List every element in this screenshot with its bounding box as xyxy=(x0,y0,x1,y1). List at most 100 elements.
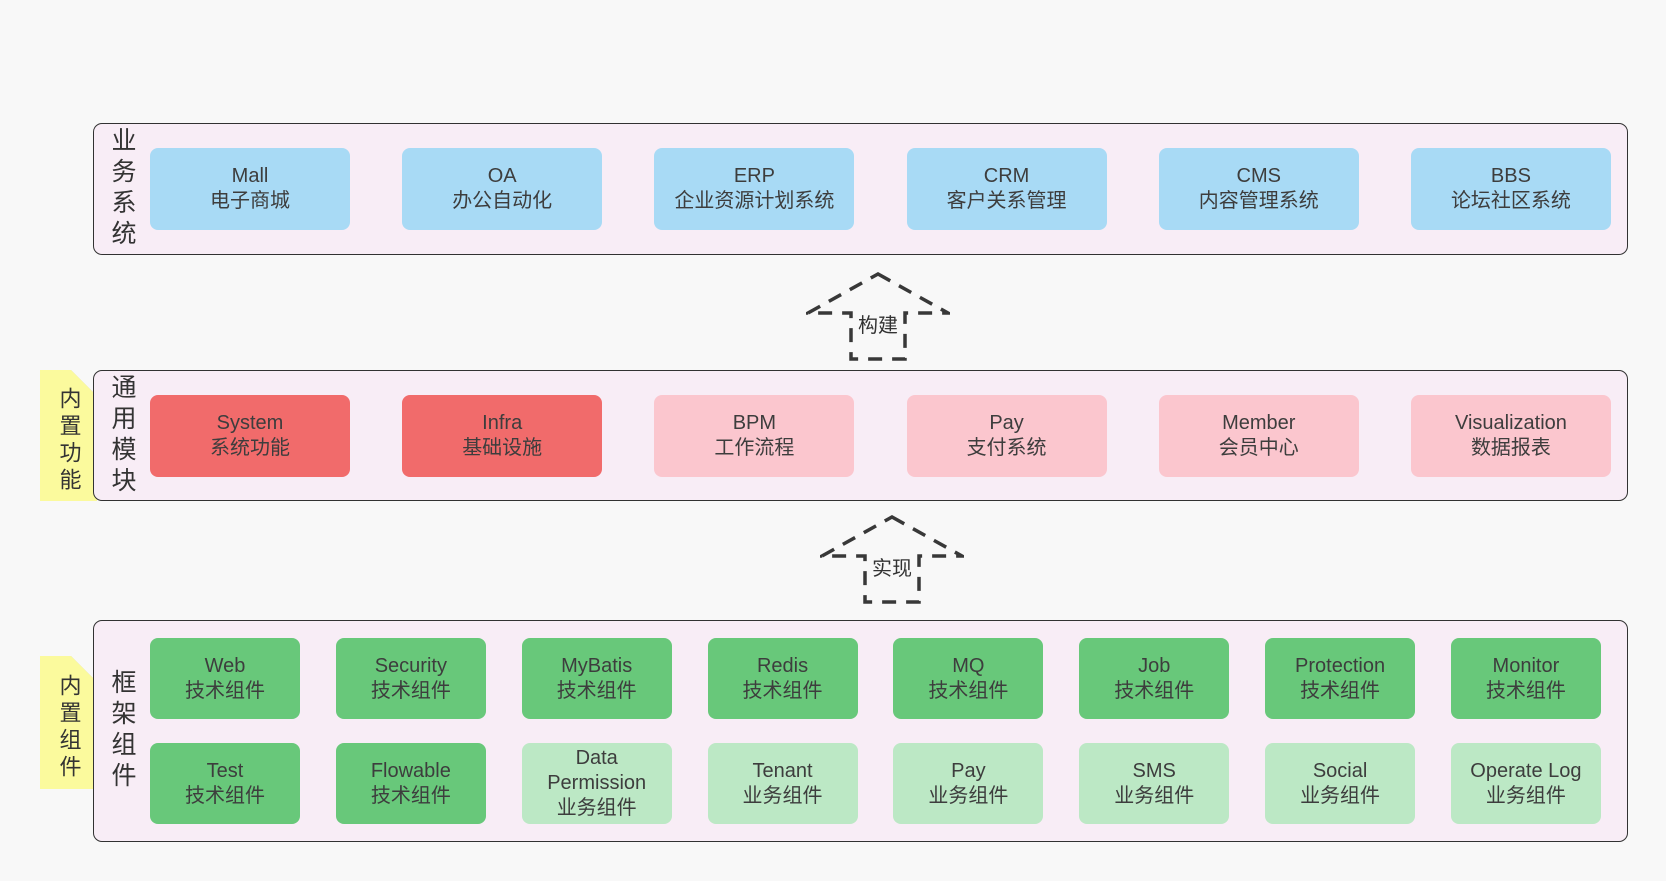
box-label-en: Web xyxy=(204,654,246,677)
layer-title-vertical: 业务系统 xyxy=(108,127,136,251)
box-label-zh: 技术组件 xyxy=(370,784,451,807)
box-label-en: CRM xyxy=(983,165,1030,187)
box-label-zh: 办公自动化 xyxy=(452,190,553,212)
layer-title-vertical: 通用模块 xyxy=(108,373,136,498)
box-crm: CRM 客户关系管理 xyxy=(906,148,1107,230)
box-label-en: Data Permission xyxy=(547,747,647,794)
box-label-zh: 技术组件 xyxy=(1114,679,1195,702)
box-label-zh: 技术组件 xyxy=(370,679,451,702)
box-label-zh: 支付系统 xyxy=(966,436,1047,459)
box-label-zh: 业务组件 xyxy=(1485,784,1566,807)
box-label-en: Flowable xyxy=(370,759,451,782)
box-label-en: Member xyxy=(1222,411,1296,434)
arrow-label: 构建 xyxy=(853,309,903,338)
box-label-zh: 业务组件 xyxy=(1300,784,1381,807)
box-label-zh: 企业资源计划系统 xyxy=(674,190,835,212)
box-erp: ERP 企业资源计划系统 xyxy=(654,148,855,230)
box-label-zh: 数据报表 xyxy=(1470,436,1551,459)
up-arrow-icon xyxy=(806,272,950,361)
box-label-zh: 技术组件 xyxy=(185,679,265,702)
box-label-en: Security xyxy=(374,654,447,677)
box-label-en: Tenant xyxy=(752,759,813,782)
box-label-zh: 系统功能 xyxy=(210,436,290,459)
box-label-zh: 技术组件 xyxy=(185,784,265,807)
box-label-en: ERP xyxy=(733,165,775,187)
up-arrow-icon xyxy=(820,515,964,604)
build-arrow: 构建 xyxy=(806,272,950,362)
box-label-zh: 内容管理系统 xyxy=(1198,190,1319,212)
box-cms: CMS 内容管理系统 xyxy=(1158,148,1359,230)
box-label-en: MyBatis xyxy=(561,654,633,677)
box-label-en: BBS xyxy=(1490,165,1531,187)
box-label-en: Visualization xyxy=(1454,411,1567,434)
box-label-en: Protection xyxy=(1295,654,1386,677)
box-label-en: Social xyxy=(1312,759,1368,782)
box-label-en: Infra xyxy=(482,411,523,434)
box-label-zh: 技术组件 xyxy=(1300,679,1381,702)
box-label-en: Test xyxy=(206,759,244,782)
box-label-en: Redis xyxy=(756,654,809,677)
box-label-en: SMS xyxy=(1132,759,1176,782)
box-label-en: System xyxy=(216,411,284,434)
box-label-en: Pay xyxy=(951,759,986,782)
box-label-zh: 工作流程 xyxy=(714,436,795,459)
layer-title-vertical: 框架组件 xyxy=(108,669,136,793)
box-label-zh: 电子商城 xyxy=(210,190,290,212)
box-label-en: Pay xyxy=(989,411,1024,434)
box-label-zh: 技术组件 xyxy=(556,679,637,702)
arrow-label: 实现 xyxy=(867,552,917,581)
sticky-note-built-in-components: 内置组件 xyxy=(40,656,97,789)
box-data-permission: Data Permission 业务组件 xyxy=(521,743,672,824)
box-label-zh: 业务组件 xyxy=(928,784,1009,807)
box-label-zh: 业务组件 xyxy=(556,797,637,819)
implement-arrow: 实现 xyxy=(820,515,964,605)
box-label-en: MQ xyxy=(952,654,985,677)
box-label-en: BPM xyxy=(732,411,777,434)
box-label-zh: 客户关系管理 xyxy=(946,190,1067,212)
box-label-en: Mall xyxy=(231,165,269,187)
box-label-zh: 技术组件 xyxy=(742,679,823,702)
box-label-zh: 会员中心 xyxy=(1218,436,1299,459)
sticky-label: 内置组件 xyxy=(56,673,82,782)
box-label-en: Job xyxy=(1138,654,1171,677)
box-label-en: CMS xyxy=(1236,165,1281,187)
box-mall: Mall 电子商城 xyxy=(150,148,350,230)
box-label-zh: 基础设施 xyxy=(462,436,543,459)
sticky-note-built-in-features: 内置功能 xyxy=(40,370,97,501)
box-label-zh: 技术组件 xyxy=(928,679,1009,702)
